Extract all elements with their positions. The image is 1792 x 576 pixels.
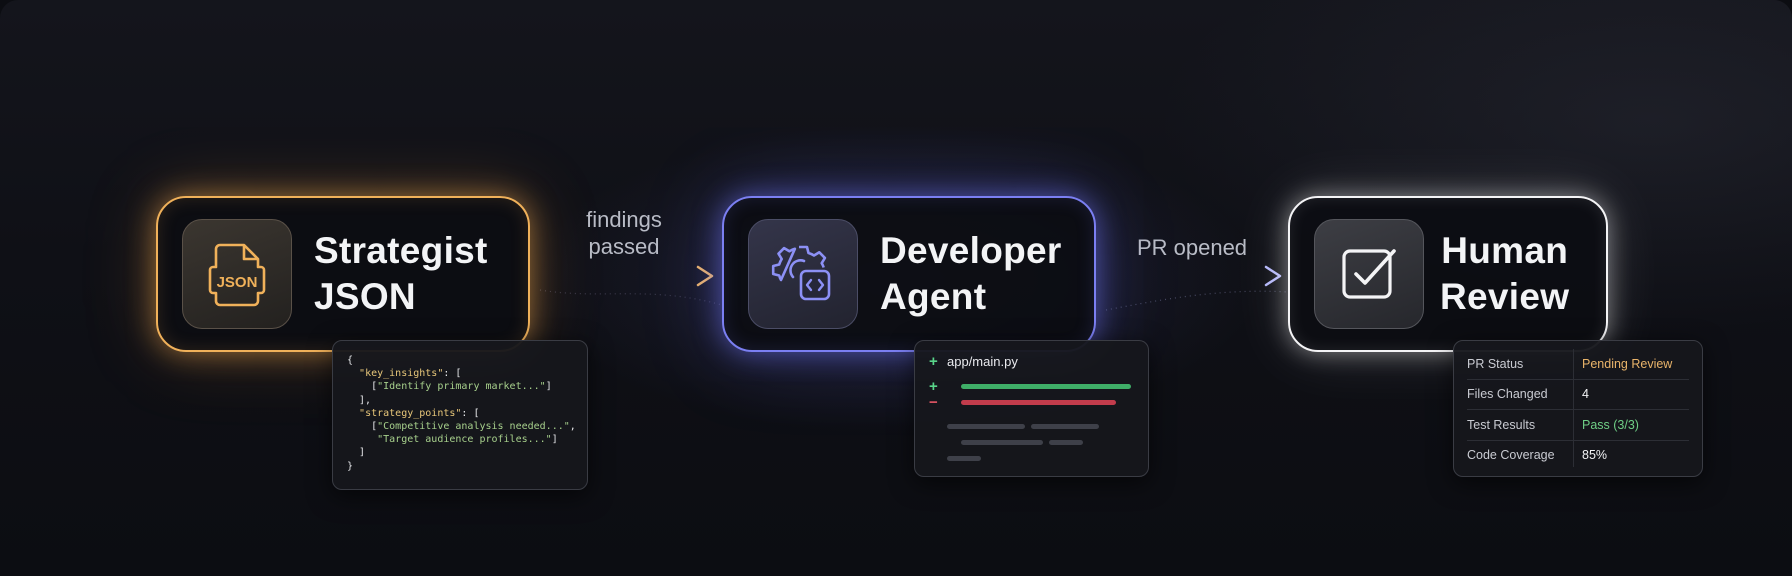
removed-line-bar [961,399,1116,405]
arrow-developer-to-human [1104,265,1282,287]
context-bar [1031,423,1099,429]
added-marker: + [929,353,938,370]
json-code: { "key_insights": [ ["Identify primary m… [347,354,587,473]
status-label: PR Status [1467,356,1524,371]
node-title-line1: Human [1441,230,1569,271]
status-column-divider [1573,349,1574,467]
edge-label-line1: findings [586,207,662,232]
code-line: ], [347,394,372,406]
status-row-code-coverage: Code Coverage 85% [1467,441,1689,471]
status-value: 4 [1582,387,1589,402]
node-developer-agent[interactable]: Developer Agent [722,196,1096,352]
removed-marker: − [929,393,938,411]
context-bar [961,439,1043,445]
node-title: Developer Agent [880,228,1062,320]
code-line: "key_insights": [ [359,368,462,380]
edge-label-pr-opened: PR opened [1136,235,1248,260]
json-icon-text: JSON [217,274,258,291]
status-label: Files Changed [1467,387,1548,402]
diff-preview-card: + app/main.py + − [914,340,1149,477]
code-line: { [347,355,354,366]
node-title-line2: JSON [314,276,416,317]
context-bar [947,455,981,461]
diff-added-line: + [929,377,1134,395]
checkbox-check-icon [1342,249,1396,299]
edge-label-findings: findings passed [566,206,682,260]
context-bar [1049,439,1083,445]
diff-context-line [929,434,1134,450]
diff-removed-line: − [929,393,1134,411]
node-title-line1: Developer [880,230,1062,271]
particle-trail-2 [1105,290,1289,311]
node-strategist-json[interactable]: JSON Strategist JSON [156,196,530,352]
node-human-review[interactable]: Human Review [1288,196,1608,352]
status-value: Pass (3/3) [1582,417,1639,432]
diff-filename: app/main.py [947,354,1018,369]
node-icon-tile [1314,219,1424,329]
json-file-icon: JSON [208,243,266,307]
node-title: Strategist JSON [314,228,488,320]
pr-status-card: PR Status Pending Review Files Changed 4… [1453,340,1703,477]
node-icon-tile: JSON [182,219,292,329]
code-line: "strategy_points": [ [359,407,480,419]
diff-header: + app/main.py [929,353,1134,370]
particle-trail-1 [539,289,723,306]
gear-code-icon [771,245,831,301]
added-line-bar [961,383,1131,389]
code-line: } [347,460,354,472]
node-title: Human Review [1440,228,1569,320]
edge-label-line2: passed [588,234,660,259]
node-title-line2: Review [1440,276,1570,317]
diff-context-line [929,450,1134,466]
context-bar [947,423,1025,429]
code-line: ["Identify primary market..."] [347,381,552,393]
status-value: 85% [1582,448,1608,463]
status-label: Code Coverage [1467,448,1555,463]
code-line: ] [347,447,366,459]
node-title-line1: Strategist [314,230,488,271]
status-value: Pending Review [1582,356,1673,371]
code-line: "Target audience profiles..."] [377,434,558,446]
node-icon-tile [748,219,858,329]
status-row-test-results: Test Results Pass (3/3) [1467,410,1689,441]
node-title-line2: Agent [880,276,987,317]
json-preview-card: { "key_insights": [ ["Identify primary m… [332,340,588,490]
diff-context-line [929,418,1134,434]
status-label: Test Results [1467,417,1536,432]
added-marker: + [929,377,938,395]
code-line: ["Competitive analysis needed...", [347,421,576,433]
status-row-pr-status: PR Status Pending Review [1467,349,1689,380]
arrow-strategist-to-developer [536,265,714,287]
status-row-files-changed: Files Changed 4 [1467,380,1689,410]
